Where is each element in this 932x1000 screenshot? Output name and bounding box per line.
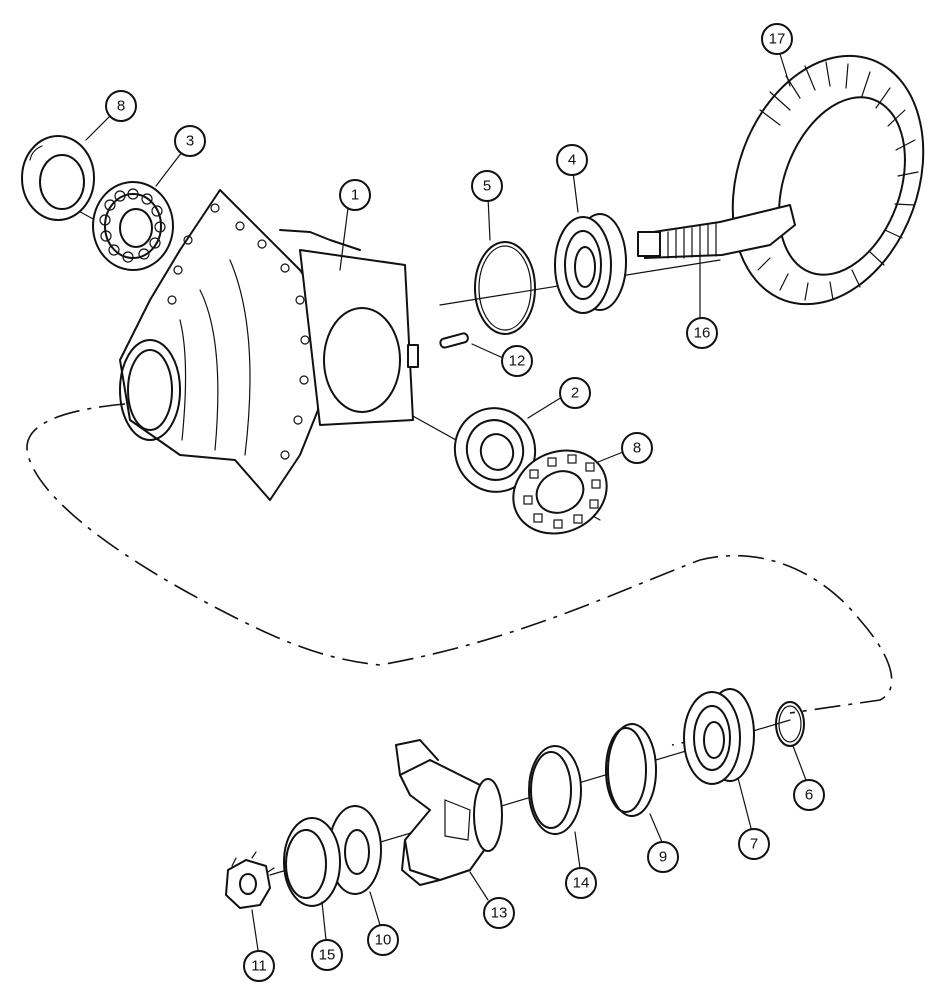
callout-label: 8 [117,98,125,115]
callout-label: 7 [750,836,758,853]
part-3-bearing [92,181,174,271]
callout-label: 13 [491,905,508,922]
callout-7: 7 [738,828,770,860]
callout-3: 3 [174,125,206,157]
part-15-seal [283,817,341,907]
callout-label: 5 [483,178,491,195]
callout-label: 2 [571,385,579,402]
callout-17: 17 [761,23,793,55]
callout-label: 14 [573,875,590,892]
callout-16: 16 [686,317,718,349]
callout-15: 15 [311,939,343,971]
part-8-seal [21,135,95,221]
part-1-housing [119,189,419,501]
part-4-bearing [554,213,627,314]
callout-4: 4 [556,144,588,176]
callout-2: 2 [559,377,591,409]
part-2-bearing [453,407,537,493]
part-11-castle-nut [225,851,275,909]
callout-label: 16 [694,325,711,342]
part-9-bearing-cup [605,723,657,817]
callout-label: 11 [251,958,267,975]
callout-label: 6 [805,787,813,804]
part-14-bearing-cup [528,745,582,835]
part-8-thrust-washer [512,449,608,535]
callout-label: 9 [659,849,667,866]
callout-label: 12 [509,353,526,370]
part-17-ring-gear [731,54,925,306]
callout-label: 1 [351,187,359,204]
callout-10: 10 [367,924,399,956]
part-7-bearing [683,688,755,785]
callout-label: 15 [319,947,336,964]
callout-1: 1 [339,179,371,211]
callout-label: 3 [186,133,194,150]
callout-9: 9 [647,841,679,873]
part-5-ring [474,241,536,335]
callout-5: 5 [471,170,503,202]
callout-8-mid: 8 [621,432,653,464]
leader-lines [85,53,807,951]
callout-12: 12 [501,345,533,377]
part-13-yoke [395,739,503,886]
callout-label: 10 [375,932,392,949]
callout-8-top: 8 [105,90,137,122]
callout-label: 17 [769,31,786,48]
part-6-snap-ring [775,701,805,747]
callout-label: 4 [568,152,576,169]
part-16-pinion-shaft [637,204,796,259]
callout-14: 14 [565,867,597,899]
callout-label: 8 [633,440,641,457]
callout-11: 11 [243,950,275,982]
callout-6: 6 [793,779,825,811]
callout-13: 13 [483,897,515,929]
part-12-pin [439,332,469,349]
